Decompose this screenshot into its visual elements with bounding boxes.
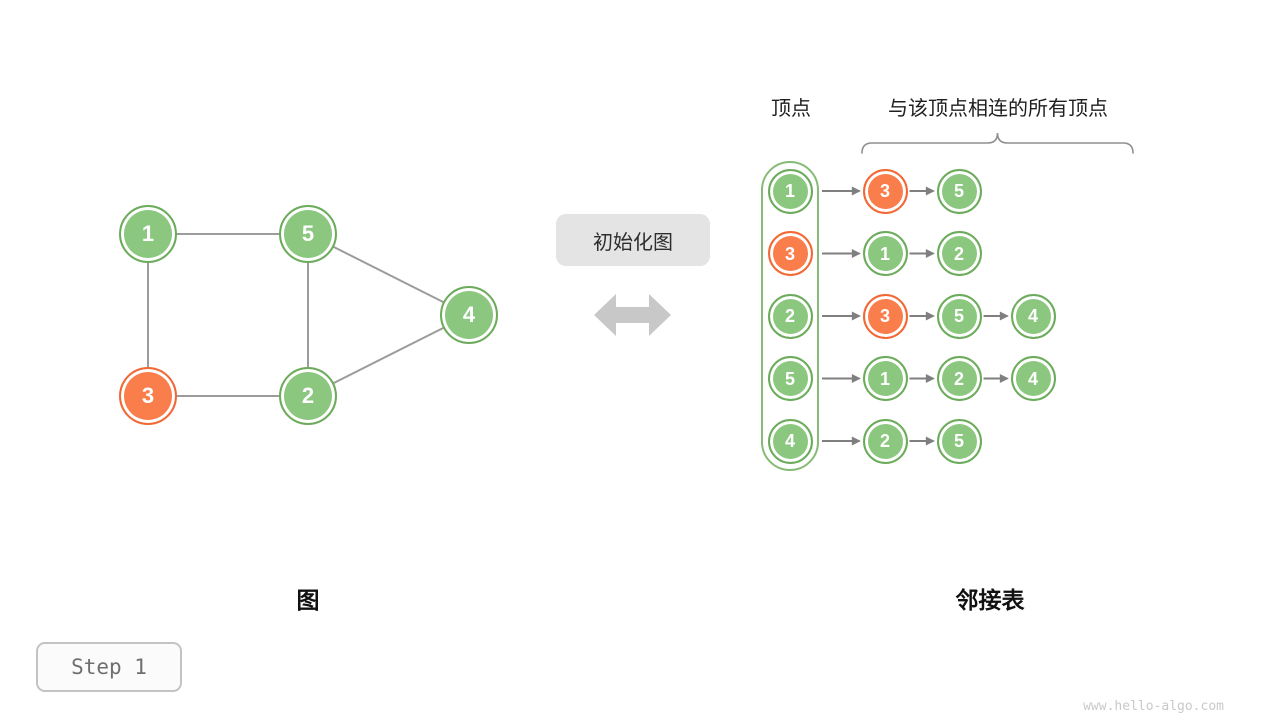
- adj-node-3-2: 2: [936, 231, 982, 276]
- graph-node-2: 2: [279, 367, 337, 425]
- adjacency-caption: 邻接表: [955, 587, 1025, 613]
- adj-vertex-3: 3: [767, 231, 813, 276]
- graph-node-5: 5: [279, 205, 337, 263]
- adj-node-3-1: 1: [862, 231, 908, 276]
- adj-node-2-4: 4: [1010, 293, 1056, 339]
- adj-node-5-4: 4: [1010, 356, 1056, 401]
- graph-node-1: 1: [119, 205, 177, 263]
- adj-node-4-5: 5: [936, 418, 982, 464]
- graph-node-4: 4: [440, 286, 498, 344]
- adj-vertex-5: 5: [767, 356, 813, 401]
- operation-label: 初始化图: [556, 214, 710, 266]
- adj-vertex-2: 2: [767, 293, 813, 339]
- adj-vertex-4: 4: [767, 418, 813, 464]
- neighbors-header: 与该顶点相连的所有顶点: [888, 98, 1108, 120]
- graph-caption: 图: [296, 587, 320, 613]
- adj-vertex-1: 1: [767, 168, 813, 214]
- adj-node-1-5: 5: [936, 168, 982, 214]
- adj-node-2-5: 5: [936, 293, 982, 339]
- overbrace-icon: [861, 132, 1134, 154]
- graph-node-3: 3: [119, 367, 177, 425]
- adj-node-5-2: 2: [936, 356, 982, 401]
- vertex-column-box: [761, 161, 819, 471]
- adj-node-5-1: 1: [862, 356, 908, 401]
- adj-node-2-3: 3: [862, 293, 908, 339]
- step-badge-label: Step 1: [71, 655, 147, 679]
- adj-node-4-2: 2: [862, 418, 908, 464]
- step-badge: Step 1: [36, 642, 182, 692]
- double-headed-arrow-icon: [594, 294, 671, 336]
- adj-node-1-3: 3: [862, 168, 908, 214]
- watermark: www.hello-algo.com: [1083, 699, 1224, 714]
- vertex-column-header: 顶点: [771, 98, 811, 120]
